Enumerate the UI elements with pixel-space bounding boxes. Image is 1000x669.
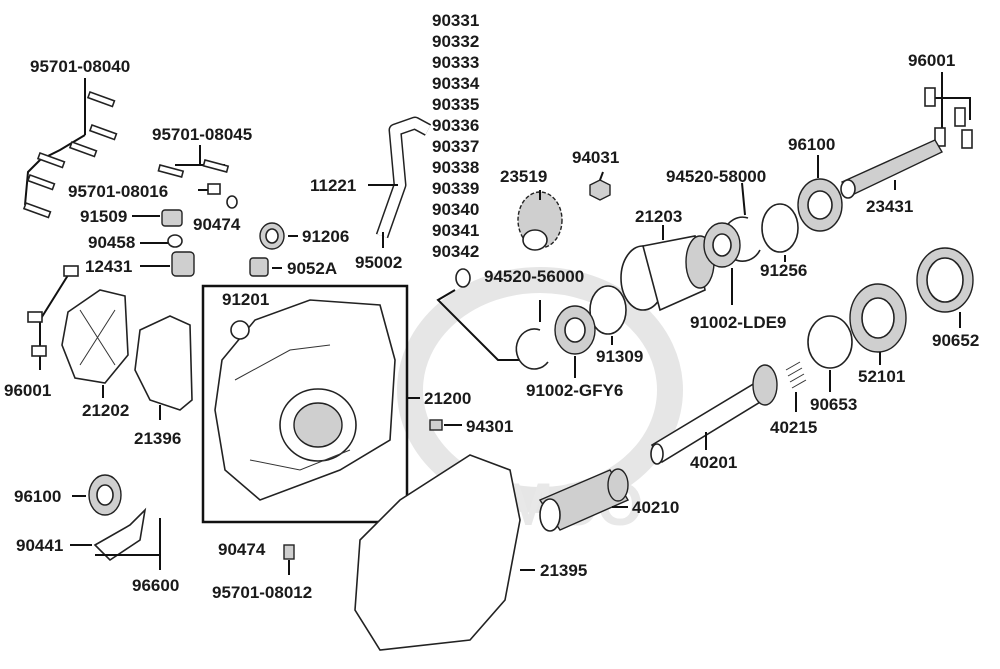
label-40215: 40215 — [770, 418, 817, 437]
band-90653 — [807, 315, 853, 369]
shim-labels-90331-90342: 90331 90332 90333 90334 90335 90336 9033… — [432, 11, 480, 261]
label-94031: 94031 — [572, 148, 619, 167]
label-90342: 90342 — [432, 242, 479, 261]
plug-91509 — [161, 209, 183, 227]
nut-94031 — [589, 179, 611, 201]
label-91309: 91309 — [596, 347, 643, 366]
label-90332: 90332 — [432, 32, 479, 51]
label-96100-left: 96100 — [14, 487, 61, 506]
spring-40215 — [785, 361, 807, 389]
label-9052A: 9052A — [287, 259, 337, 278]
label-21200: 21200 — [424, 389, 471, 408]
label-90337: 90337 — [432, 137, 479, 156]
label-52101: 52101 — [858, 367, 905, 386]
label-40210: 40210 — [632, 498, 679, 517]
label-95701-08045: 95701-08045 — [152, 125, 252, 144]
bolt-set-95701-08040 — [22, 78, 118, 219]
label-91206: 91206 — [302, 227, 349, 246]
label-95701-08016: 95701-08016 — [68, 182, 168, 201]
gasket-21396 — [134, 315, 193, 411]
ring-91256 — [761, 203, 799, 253]
label-90341: 90341 — [432, 221, 479, 240]
o-ring-90458 — [167, 234, 183, 248]
drive-shaft-40201 — [650, 364, 778, 465]
plate-90441 — [93, 507, 161, 562]
bearing-91002-GFY6 — [554, 305, 596, 355]
bolt-95701-08012 — [283, 544, 295, 560]
label-91201: 91201 — [222, 290, 269, 309]
shim-90331-90342 — [455, 268, 471, 288]
label-40201: 40201 — [690, 453, 737, 472]
label-21203: 21203 — [635, 207, 682, 226]
label-90333: 90333 — [432, 53, 479, 72]
label-91256: 91256 — [760, 261, 807, 280]
bolt-set-96001-top — [924, 72, 973, 149]
bolt-95701-08016 — [207, 183, 221, 195]
label-90339: 90339 — [432, 179, 479, 198]
label-21202: 21202 — [82, 401, 129, 420]
label-90474-top: 90474 — [193, 215, 241, 234]
dowel-94301-a — [429, 419, 443, 431]
circlip-94520-56000 — [515, 328, 549, 370]
bearing-91002-LDE9 — [703, 222, 741, 268]
clamp-52101 — [849, 283, 907, 353]
label-21395: 21395 — [540, 561, 587, 580]
label-96001-top: 96001 — [908, 51, 955, 70]
shaft-23431 — [840, 139, 943, 199]
label-90458: 90458 — [88, 233, 135, 252]
housing-21203 — [620, 235, 715, 312]
label-90331: 90331 — [432, 11, 479, 30]
box-21200 — [201, 284, 409, 524]
strainer-12431 — [171, 251, 195, 277]
plug-9052A — [249, 257, 269, 277]
bearing-96100-top — [797, 178, 843, 232]
label-96001-left: 96001 — [4, 381, 51, 400]
label-95002: 95002 — [355, 253, 402, 272]
label-21396: 21396 — [134, 429, 181, 448]
washer-90474-top — [226, 195, 238, 209]
label-90340: 90340 — [432, 200, 479, 219]
label-91002-LDE9: 91002-LDE9 — [690, 313, 786, 332]
label-11221: 11221 — [310, 176, 356, 195]
label-90336: 90336 — [432, 116, 479, 135]
label-95701-08012: 95701-08012 — [212, 583, 312, 602]
label-23519: 23519 — [500, 167, 547, 186]
label-90653: 90653 — [810, 395, 857, 414]
label-96600: 96600 — [132, 576, 179, 595]
label-91509: 91509 — [80, 207, 127, 226]
label-23431: 23431 — [866, 197, 913, 216]
label-12431: 12431 — [85, 257, 132, 276]
label-96100-top: 96100 — [788, 135, 835, 154]
gasket-21395 — [354, 454, 521, 651]
bolt-set-96001-left — [27, 265, 79, 370]
label-95701-08040: 95701-08040 — [30, 57, 130, 76]
label-90334: 90334 — [432, 74, 480, 93]
bolt-set-95701-08045 — [157, 145, 230, 178]
cover-21200 — [214, 299, 396, 501]
label-90335: 90335 — [432, 95, 479, 114]
cover-21202 — [61, 289, 129, 384]
bearing-96100-left — [88, 474, 122, 516]
label-94520-58000: 94520-58000 — [666, 167, 766, 186]
label-90338: 90338 — [432, 158, 479, 177]
label-90474-bottom: 90474 — [218, 540, 266, 559]
ring-91309 — [589, 285, 627, 335]
washer-91201 — [230, 320, 250, 340]
boot-90652 — [916, 247, 974, 313]
label-90441: 90441 — [16, 536, 63, 555]
label-94301-a: 94301 — [466, 417, 513, 436]
label-94520-56000: 94520-56000 — [484, 267, 584, 286]
pipe-11221 — [375, 116, 432, 239]
label-90652: 90652 — [932, 331, 979, 350]
gear-23519 — [517, 191, 563, 251]
label-91002-GFY6: 91002-GFY6 — [526, 381, 623, 400]
universal-joint-40210 — [538, 468, 630, 532]
